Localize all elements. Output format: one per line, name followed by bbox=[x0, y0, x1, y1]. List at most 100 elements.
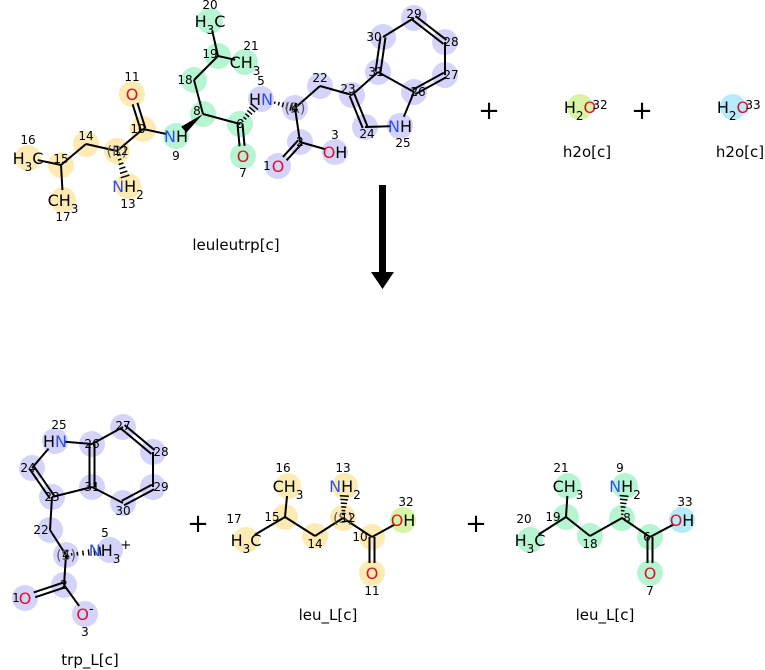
atom-label: H3C bbox=[195, 12, 226, 37]
bond-2-1 bbox=[33, 581, 64, 594]
atom-label: OH bbox=[670, 511, 695, 530]
plus-sign: + bbox=[187, 509, 209, 539]
bond-31-30 bbox=[374, 36, 382, 72]
atom-map-number: 1 bbox=[263, 159, 271, 173]
atom-map-number: 27 bbox=[443, 68, 458, 82]
atom-map-number: 21 bbox=[243, 39, 258, 53]
atom-label: NH bbox=[164, 127, 188, 146]
bond-24-23 bbox=[348, 95, 364, 129]
atom-map-number: 1 bbox=[12, 591, 20, 605]
atom-map-number: 9 bbox=[616, 461, 624, 475]
atom-highlight-1 bbox=[12, 585, 38, 611]
atom-highlight-16 bbox=[275, 473, 301, 499]
atom-highlight-2 bbox=[51, 572, 77, 598]
bond-2-3 bbox=[63, 584, 80, 607]
plus-sign: + bbox=[631, 96, 653, 126]
atom-highlight-9 bbox=[163, 123, 189, 149]
bonds bbox=[254, 494, 395, 563]
stereo-label: (S) bbox=[56, 548, 76, 564]
atom-map-number: 32 bbox=[592, 98, 607, 112]
atom-map-number: 10 bbox=[130, 122, 145, 136]
atom-highlights bbox=[233, 473, 416, 586]
atom-map-number: 19 bbox=[545, 510, 560, 524]
bond-19-20 bbox=[537, 516, 567, 536]
atom-map-number: 31 bbox=[368, 65, 383, 79]
atom-map-number: 23 bbox=[340, 82, 355, 96]
bond-29-28 bbox=[414, 15, 448, 41]
atom-map-number: 6 bbox=[643, 530, 651, 544]
atom-map-number: 30 bbox=[366, 30, 381, 44]
atom-map-number: 8 bbox=[623, 511, 631, 525]
bond-27-28 bbox=[123, 424, 156, 451]
atom-map-number: 2 bbox=[60, 578, 68, 592]
atom-map-number: 23 bbox=[44, 490, 59, 504]
bond-25-26 bbox=[64, 440, 93, 445]
atom-map-number: 4 bbox=[291, 101, 299, 115]
bond-4-2 bbox=[63, 554, 67, 586]
bond-30-29 bbox=[382, 17, 415, 38]
atom-highlight-9 bbox=[612, 473, 638, 499]
bond-27-26 bbox=[412, 71, 445, 91]
atom-map-number: 18 bbox=[177, 73, 192, 87]
bond-29-30 bbox=[121, 483, 153, 502]
bond-18-8 bbox=[589, 517, 623, 537]
atom-map-number: 2 bbox=[296, 135, 304, 149]
atom-map-number: 26 bbox=[84, 437, 99, 451]
bond-27-26 bbox=[414, 76, 447, 96]
atom-highlight-25 bbox=[42, 428, 68, 454]
bond-2-1 bbox=[285, 143, 303, 161]
atom-map-number: 17 bbox=[55, 210, 70, 224]
bond-29-28 bbox=[411, 19, 445, 45]
atom-map-number: 29 bbox=[406, 7, 421, 21]
bond-2-1 bbox=[282, 139, 299, 158]
bond-23-22 bbox=[49, 496, 53, 531]
bond-24-23 bbox=[33, 466, 55, 497]
atom-map-number: 16 bbox=[20, 133, 35, 147]
atom-map-number: 17 bbox=[226, 512, 241, 526]
atom-map-number: 11 bbox=[124, 70, 139, 84]
atom-map-number: 9 bbox=[172, 149, 180, 163]
molecule-name: leu_L[c] bbox=[299, 606, 358, 625]
reaction-arrow-icon bbox=[371, 185, 394, 289]
atom-map-number: 14 bbox=[307, 537, 322, 551]
atom-label: O- bbox=[76, 602, 94, 625]
atom-highlight-16 bbox=[15, 145, 41, 171]
atom-highlight-5 bbox=[248, 86, 274, 112]
atom-map-number: 21 bbox=[553, 461, 568, 475]
atom-map-number: 29 bbox=[153, 480, 168, 494]
bond-10-32 bbox=[371, 523, 395, 538]
atom-map-number: 24 bbox=[359, 127, 374, 141]
bond-22-4 bbox=[49, 529, 67, 556]
atom-highlight-33 bbox=[669, 507, 695, 533]
atom-map-number: 13 bbox=[335, 461, 350, 475]
bond-24-23 bbox=[29, 468, 51, 499]
plus-sign: + bbox=[478, 96, 500, 126]
stereo-label: (R) bbox=[285, 101, 306, 117]
atom-highlight-7 bbox=[230, 143, 256, 169]
bond-31-30 bbox=[379, 37, 387, 73]
atom-label: H3C bbox=[515, 531, 546, 556]
bond-22-23 bbox=[319, 85, 353, 96]
atom-label: O bbox=[366, 564, 379, 583]
molecule-name: leuleutrp[c] bbox=[192, 236, 279, 254]
atom-map-number: 32 bbox=[398, 495, 413, 509]
atom-highlight-21 bbox=[555, 473, 581, 499]
atom-label: NH2 bbox=[329, 477, 361, 502]
atom-highlight-11 bbox=[119, 81, 145, 107]
molecule-name: leu_L[c] bbox=[576, 606, 635, 625]
bond-15-17 bbox=[60, 164, 64, 191]
bond-12-10 bbox=[342, 517, 373, 538]
atom-map-number: 31 bbox=[84, 480, 99, 494]
atom-highlight-11 bbox=[359, 560, 385, 586]
bond-25-24 bbox=[364, 125, 391, 128]
molecule-p2: CH31615H3C1714(S)12NH21310O11OH32leu_L[c… bbox=[226, 461, 416, 625]
atom-highlight-20 bbox=[517, 527, 543, 553]
atom-highlights bbox=[517, 473, 695, 586]
molecule-name: h2o[c] bbox=[716, 143, 764, 161]
atom-highlight-3 bbox=[322, 139, 348, 165]
